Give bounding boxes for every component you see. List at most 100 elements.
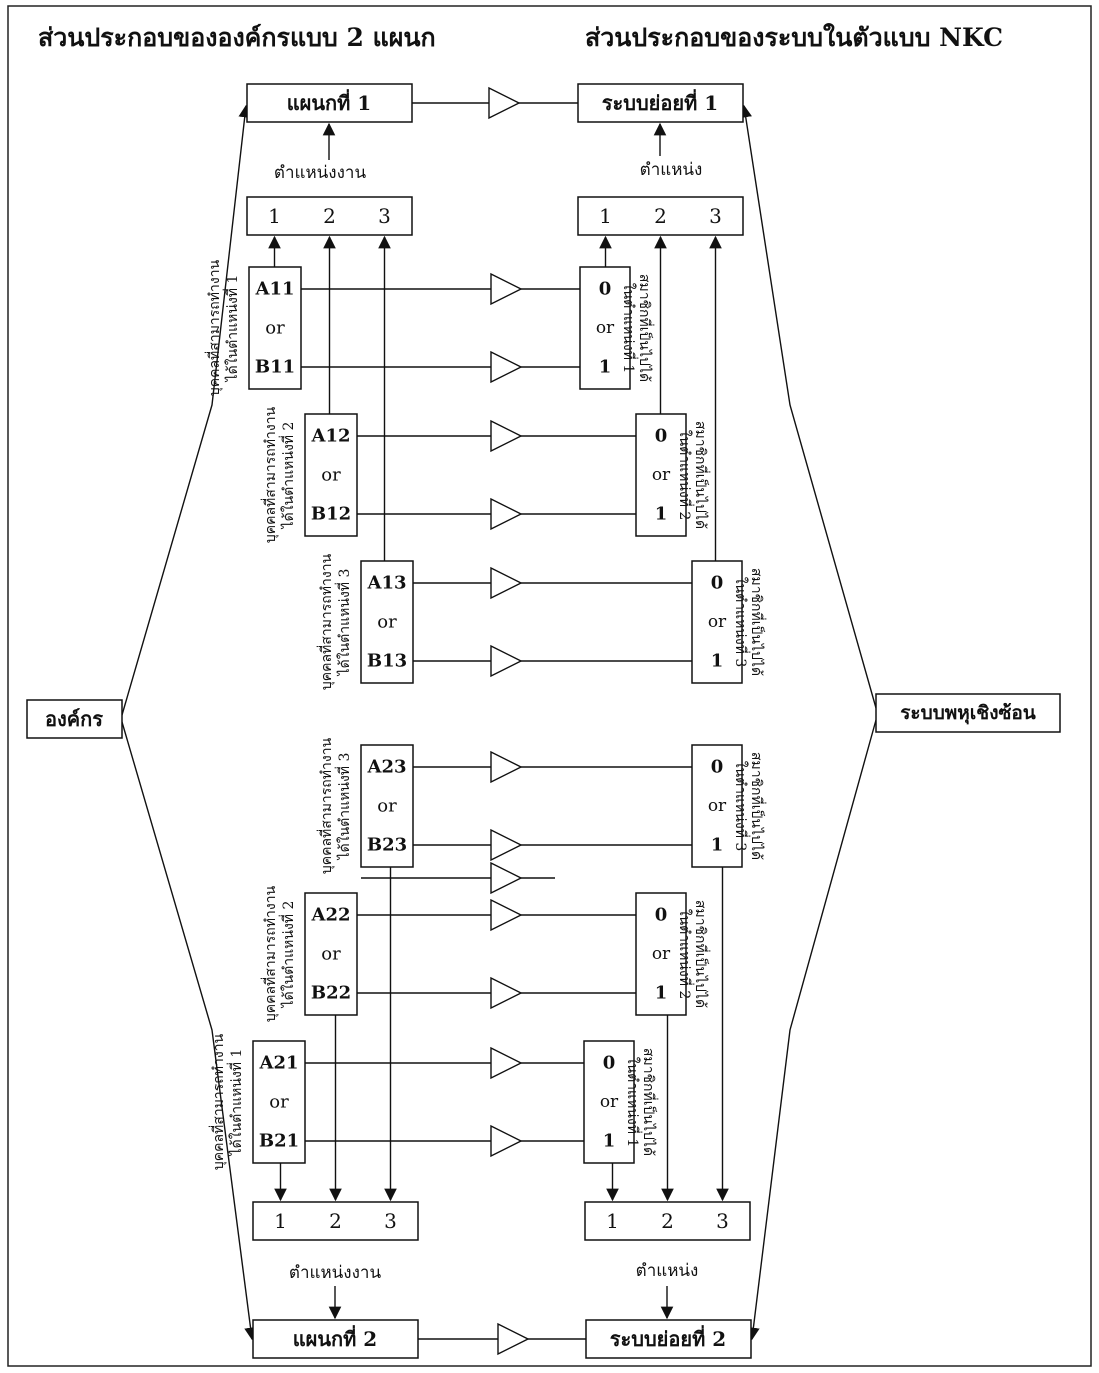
amplifier-triangle [491,830,521,860]
member-zero-3: 0 [711,573,724,594]
top-right-position-caption: ตำแหน่ง [640,160,703,180]
member-caption-1-line2: ในตำแหน่งที่ 1 [620,283,638,374]
member-or-3: or [708,612,727,632]
worker-caption-3-line1: บุคคลที่สามารถทำงาน [317,553,335,690]
worker-caption-4-line2: ได้ในตำแหน่งที่ 3 [335,753,353,861]
amplifier-triangle-extra [491,863,521,893]
worker-or-2: or [321,465,341,486]
member-one-3: 1 [711,651,724,672]
amplifier-triangle [491,568,521,598]
member-zero-1: 0 [599,279,612,300]
worker-label-a11: A11 [254,279,294,300]
amplifier-triangle [491,352,521,382]
position-row-top-right-number-1: 1 [599,204,612,228]
member-zero-2: 0 [655,426,668,447]
position-row-bottom-left-number-1: 1 [274,1209,287,1233]
worker-label-a23: A23 [366,757,406,778]
subsystem-2-label: ระบบย่อยที่ 2 [610,1324,726,1351]
worker-label-a21: A21 [258,1053,298,1074]
worker-label-b11: B11 [255,357,295,378]
member-or-1: or [596,318,615,338]
member-caption-2-line1: สมาชิกที่เป็นไปได้ [692,421,710,529]
member-caption-6-line1: สมาชิกที่เป็นไปได้ [640,1048,658,1156]
dept-1-label: แผนกที่ 1 [287,88,371,115]
amplifier-triangle [491,752,521,782]
system-to-sub2-arrow [752,720,876,1339]
amplifier-triangle [491,274,521,304]
amplifier-triangle [491,1048,521,1078]
member-caption-3-line2: ในตำแหน่งที่ 3 [732,577,750,668]
amplifier-triangle [491,499,521,529]
amplifier-triangle [491,900,521,930]
amplifier-triangle [491,1126,521,1156]
member-one-2: 1 [655,504,668,525]
worker-caption-4-line1: บุคคลที่สามารถทำงาน [317,737,335,874]
amplifier-triangle [491,978,521,1008]
top-left-position-caption: ตำแหน่งงาน [274,163,367,183]
worker-or-3: or [377,612,397,633]
member-zero-6: 0 [603,1053,616,1074]
position-row-top-right-number-2: 2 [654,204,667,228]
member-one-4: 1 [711,835,724,856]
worker-caption-3-line2: ได้ในตำแหน่งที่ 3 [335,569,353,677]
amplifier-triangle [491,646,521,676]
position-row-bottom-right-number-1: 1 [606,1209,619,1233]
member-caption-6-line2: ในตำแหน่งที่ 1 [624,1057,642,1148]
worker-caption-6-line2: ได้ในตำแหน่งที่ 1 [227,1049,245,1157]
bottom-left-position-caption: ตำแหน่งงาน [289,1263,382,1283]
member-caption-1-line1: สมาชิกที่เป็นไปได้ [636,274,654,382]
amplifier-triangle-bottom [498,1324,528,1354]
member-or-2: or [652,465,671,485]
amplifier-triangle-top [489,88,519,118]
worker-caption-5-line2: ได้ในตำแหน่งที่ 2 [279,901,297,1009]
worker-label-b23: B23 [367,835,407,856]
worker-label-b21: B21 [259,1131,299,1152]
member-caption-2-line2: ในตำแหน่งที่ 2 [676,430,694,521]
outer-frame [8,6,1091,1366]
position-row-bottom-right-number-2: 2 [661,1209,674,1233]
position-row-bottom-left-number-3: 3 [384,1209,397,1233]
worker-caption-2-line2: ได้ในตำแหน่งที่ 2 [279,422,297,530]
member-or-5: or [652,944,671,964]
worker-or-6: or [269,1092,289,1113]
position-row-top-left-number-2: 2 [323,204,336,228]
worker-or-1: or [265,318,285,339]
member-or-4: or [708,796,727,816]
organization-label: องค์กร [45,707,103,731]
member-zero-5: 0 [655,905,668,926]
worker-caption-2-line1: บุคคลที่สามารถทำงาน [261,406,279,543]
worker-caption-1-line1: บุคคลที่สามารถทำงาน [205,259,223,396]
worker-caption-5-line1: บุคคลที่สามารถทำงาน [261,885,279,1022]
org-to-dept1-arrow [122,106,246,715]
member-zero-4: 0 [711,757,724,778]
org-to-dept2-arrow [122,722,252,1339]
member-caption-4-line1: สมาชิกที่เป็นไปได้ [748,752,766,860]
worker-or-4: or [377,796,397,817]
position-row-top-left-number-1: 1 [268,204,281,228]
worker-label-a13: A13 [366,573,406,594]
member-or-6: or [600,1092,619,1112]
member-caption-3-line1: สมาชิกที่เป็นไปได้ [748,568,766,676]
worker-caption-6-line1: บุคคลที่สามารถทำงาน [209,1033,227,1170]
bottom-right-position-caption: ตำแหน่ง [636,1261,699,1281]
member-one-6: 1 [603,1131,616,1152]
member-one-1: 1 [599,357,612,378]
worker-label-b22: B22 [311,983,351,1004]
worker-label-b12: B12 [311,504,351,525]
multi-system-label: ระบบพหุเชิงซ้อน [900,702,1036,725]
position-row-top-left-number-3: 3 [378,204,391,228]
member-caption-5-line1: สมาชิกที่เป็นไปได้ [692,900,710,1008]
worker-label-a12: A12 [310,426,350,447]
position-row-bottom-left-number-2: 2 [329,1209,342,1233]
position-row-bottom-right-number-3: 3 [716,1209,729,1233]
position-row-top-right-number-3: 3 [709,204,722,228]
worker-label-b13: B13 [367,651,407,672]
subsystem-1-label: ระบบย่อยที่ 1 [602,88,718,115]
member-caption-4-line2: ในตำแหน่งที่ 3 [732,761,750,852]
worker-or-5: or [321,944,341,965]
amplifier-triangle [491,421,521,451]
worker-label-a22: A22 [310,905,350,926]
worker-caption-1-line2: ได้ในตำแหน่งที่ 1 [223,275,241,383]
member-one-5: 1 [655,983,668,1004]
